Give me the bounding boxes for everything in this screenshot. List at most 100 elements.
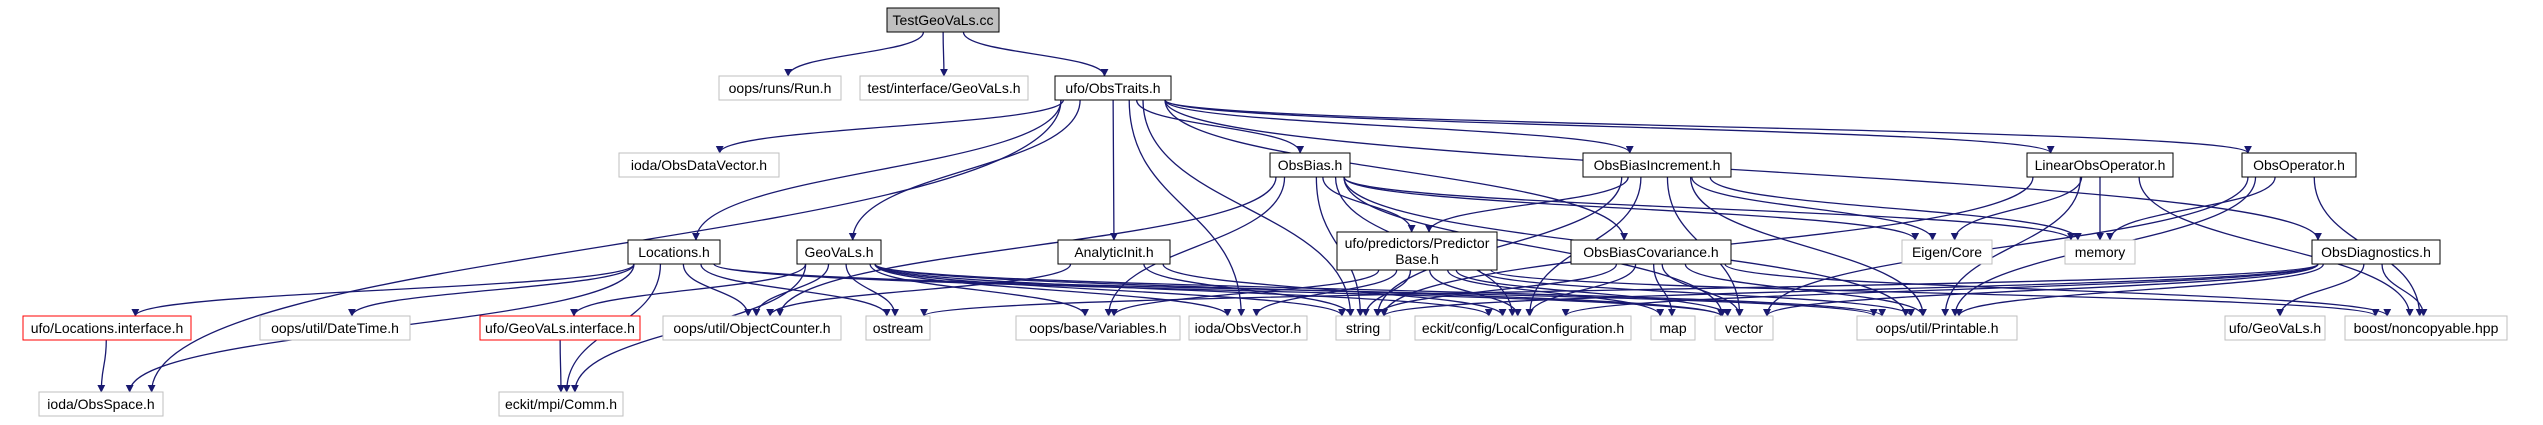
node-box — [259, 315, 411, 341]
edge-obsbiascov-to-vector — [1661, 263, 1744, 317]
node-label: ObsDiagnostics.h — [2321, 244, 2431, 260]
edge-obsbias-to-objcounter — [775, 176, 1277, 317]
edge-obsbiascov-to-string — [1373, 263, 1618, 317]
node-box — [886, 7, 1000, 33]
node-obsdiag[interactable]: ObsDiagnostics.h — [2311, 239, 2441, 265]
node-label: ufo/Locations.interface.h — [31, 320, 184, 336]
edge-analyticinit-to-string — [1143, 263, 1355, 317]
node-label: test/interface/GeoVaLs.h — [867, 80, 1020, 96]
node-label: LinearObsOperator.h — [2035, 157, 2166, 173]
edge-obsdiag-to-noncopyable — [2381, 263, 2428, 317]
edge-obsbiascov-to-printable — [1684, 263, 1927, 317]
node-geovals[interactable]: GeoVaLs.h — [796, 239, 882, 265]
node-label: ObsBias.h — [1278, 157, 1343, 173]
node-label: ObsOperator.h — [2253, 157, 2345, 173]
node-box — [662, 315, 842, 341]
edge-gvinterface-to-comm — [556, 339, 565, 393]
node-obsbiasinc[interactable]: ObsBiasIncrement.h — [1582, 152, 1732, 178]
node-box — [2064, 239, 2136, 265]
node-label: ufo/GeoVaLs.h — [2229, 320, 2321, 336]
node-label: oops/util/Printable.h — [1876, 320, 1999, 336]
node-obsvector: ioda/ObsVector.h — [1188, 315, 1308, 341]
node-ufogeovals: ufo/GeoVaLs.h — [2224, 315, 2326, 341]
node-obsbiascov[interactable]: ObsBiasCovariance.h — [1570, 239, 1732, 265]
edge-geovals-to-obsvector — [874, 263, 1232, 317]
node-box — [1336, 231, 1498, 271]
node-label: eckit/mpi/Comm.h — [505, 396, 617, 412]
node-label: ioda/ObsVector.h — [1195, 320, 1302, 336]
edge-predictorbase-to-obsvector — [1252, 269, 1398, 317]
node-label: vector — [1725, 320, 1763, 336]
edge-geovals-to-gvinterface — [570, 263, 807, 317]
node-box — [859, 75, 1029, 101]
node-box — [2344, 315, 2508, 341]
node-box — [618, 152, 780, 178]
node-obsspace: ioda/ObsSpace.h — [38, 391, 164, 417]
node-ostream: ostream — [865, 315, 931, 341]
node-locations[interactable]: Locations.h — [627, 239, 721, 265]
node-box — [1188, 315, 1308, 341]
node-box — [1269, 152, 1351, 178]
node-vector: vector — [1714, 315, 1774, 341]
edge-obstraits-to-linobsop — [1164, 99, 2055, 154]
node-box — [38, 391, 164, 417]
node-box — [1714, 315, 1774, 341]
node-box — [22, 315, 192, 341]
edge-root-to-run — [784, 31, 925, 77]
node-box — [2026, 152, 2174, 178]
edge-obsbias-to-eigen — [1343, 176, 1920, 241]
edge-obstraits-to-obsspace — [147, 99, 1062, 393]
node-obsdatavec: ioda/ObsDataVector.h — [618, 152, 780, 178]
edge-root-to-obstraits — [962, 31, 1109, 77]
edge-obstraits-to-obsbiascov — [1164, 99, 1629, 241]
node-obsbias[interactable]: ObsBias.h — [1269, 152, 1351, 178]
node-analyticinit[interactable]: AnalyticInit.h — [1057, 239, 1171, 265]
node-string: string — [1335, 315, 1391, 341]
node-linobsop[interactable]: LinearObsOperator.h — [2026, 152, 2174, 178]
node-label: memory — [2075, 244, 2126, 260]
node-label: Base.h — [1395, 251, 1439, 267]
node-comm: eckit/mpi/Comm.h — [498, 391, 624, 417]
node-box — [1414, 315, 1632, 341]
node-box — [1901, 239, 1993, 265]
node-label: Eigen/Core — [1912, 244, 1982, 260]
node-root: TestGeoVaLs.cc — [886, 7, 1000, 33]
node-obstraits[interactable]: ufo/ObsTraits.h — [1054, 75, 1172, 101]
node-label: eckit/config/LocalConfiguration.h — [1422, 320, 1624, 336]
node-noncopyable: boost/noncopyable.hpp — [2344, 315, 2508, 341]
node-box — [1015, 315, 1181, 341]
node-label: AnalyticInit.h — [1074, 244, 1153, 260]
edge-obstraits-to-string — [1142, 99, 1355, 317]
edge-geovals-to-variables — [869, 263, 1089, 317]
edge-locations-to-datetime — [348, 263, 635, 317]
node-label: oops/base/Variables.h — [1029, 320, 1167, 336]
node-label: TestGeoVaLs.cc — [893, 12, 994, 28]
edge-linobsop-to-eigen — [1950, 176, 2083, 241]
node-box — [865, 315, 931, 341]
node-label: ufo/predictors/Predictor — [1345, 235, 1490, 251]
edge-geovals-to-localconfig — [874, 263, 1493, 317]
node-map: map — [1650, 315, 1696, 341]
edge-locations-to-vector — [713, 263, 1725, 317]
node-label: oops/runs/Run.h — [729, 80, 832, 96]
edge-geovals-to-objcounter — [752, 263, 830, 317]
node-box — [498, 391, 624, 417]
edge-analyticinit-to-objcounter — [766, 263, 1072, 317]
edge-predictorbase-to-string — [1361, 269, 1412, 317]
edge-geovals-to-printable — [874, 263, 1886, 317]
node-obsop[interactable]: ObsOperator.h — [2241, 152, 2357, 178]
node-label: string — [1346, 320, 1380, 336]
node-tgv: test/interface/GeoVaLs.h — [859, 75, 1029, 101]
node-variables: oops/base/Variables.h — [1015, 315, 1181, 341]
node-box — [796, 239, 882, 265]
node-box — [1054, 75, 1172, 101]
node-locinterface: ufo/Locations.interface.h — [22, 315, 192, 341]
node-box — [1856, 315, 2018, 341]
edge-obsdiag-to-localconfig — [1561, 263, 2319, 317]
node-label: ufo/GeoVaLs.interface.h — [485, 320, 635, 336]
node-box — [718, 75, 842, 101]
edge-obsdiag-to-ostream — [920, 263, 2319, 317]
edge-predictorbase-to-vector — [1455, 269, 1732, 317]
